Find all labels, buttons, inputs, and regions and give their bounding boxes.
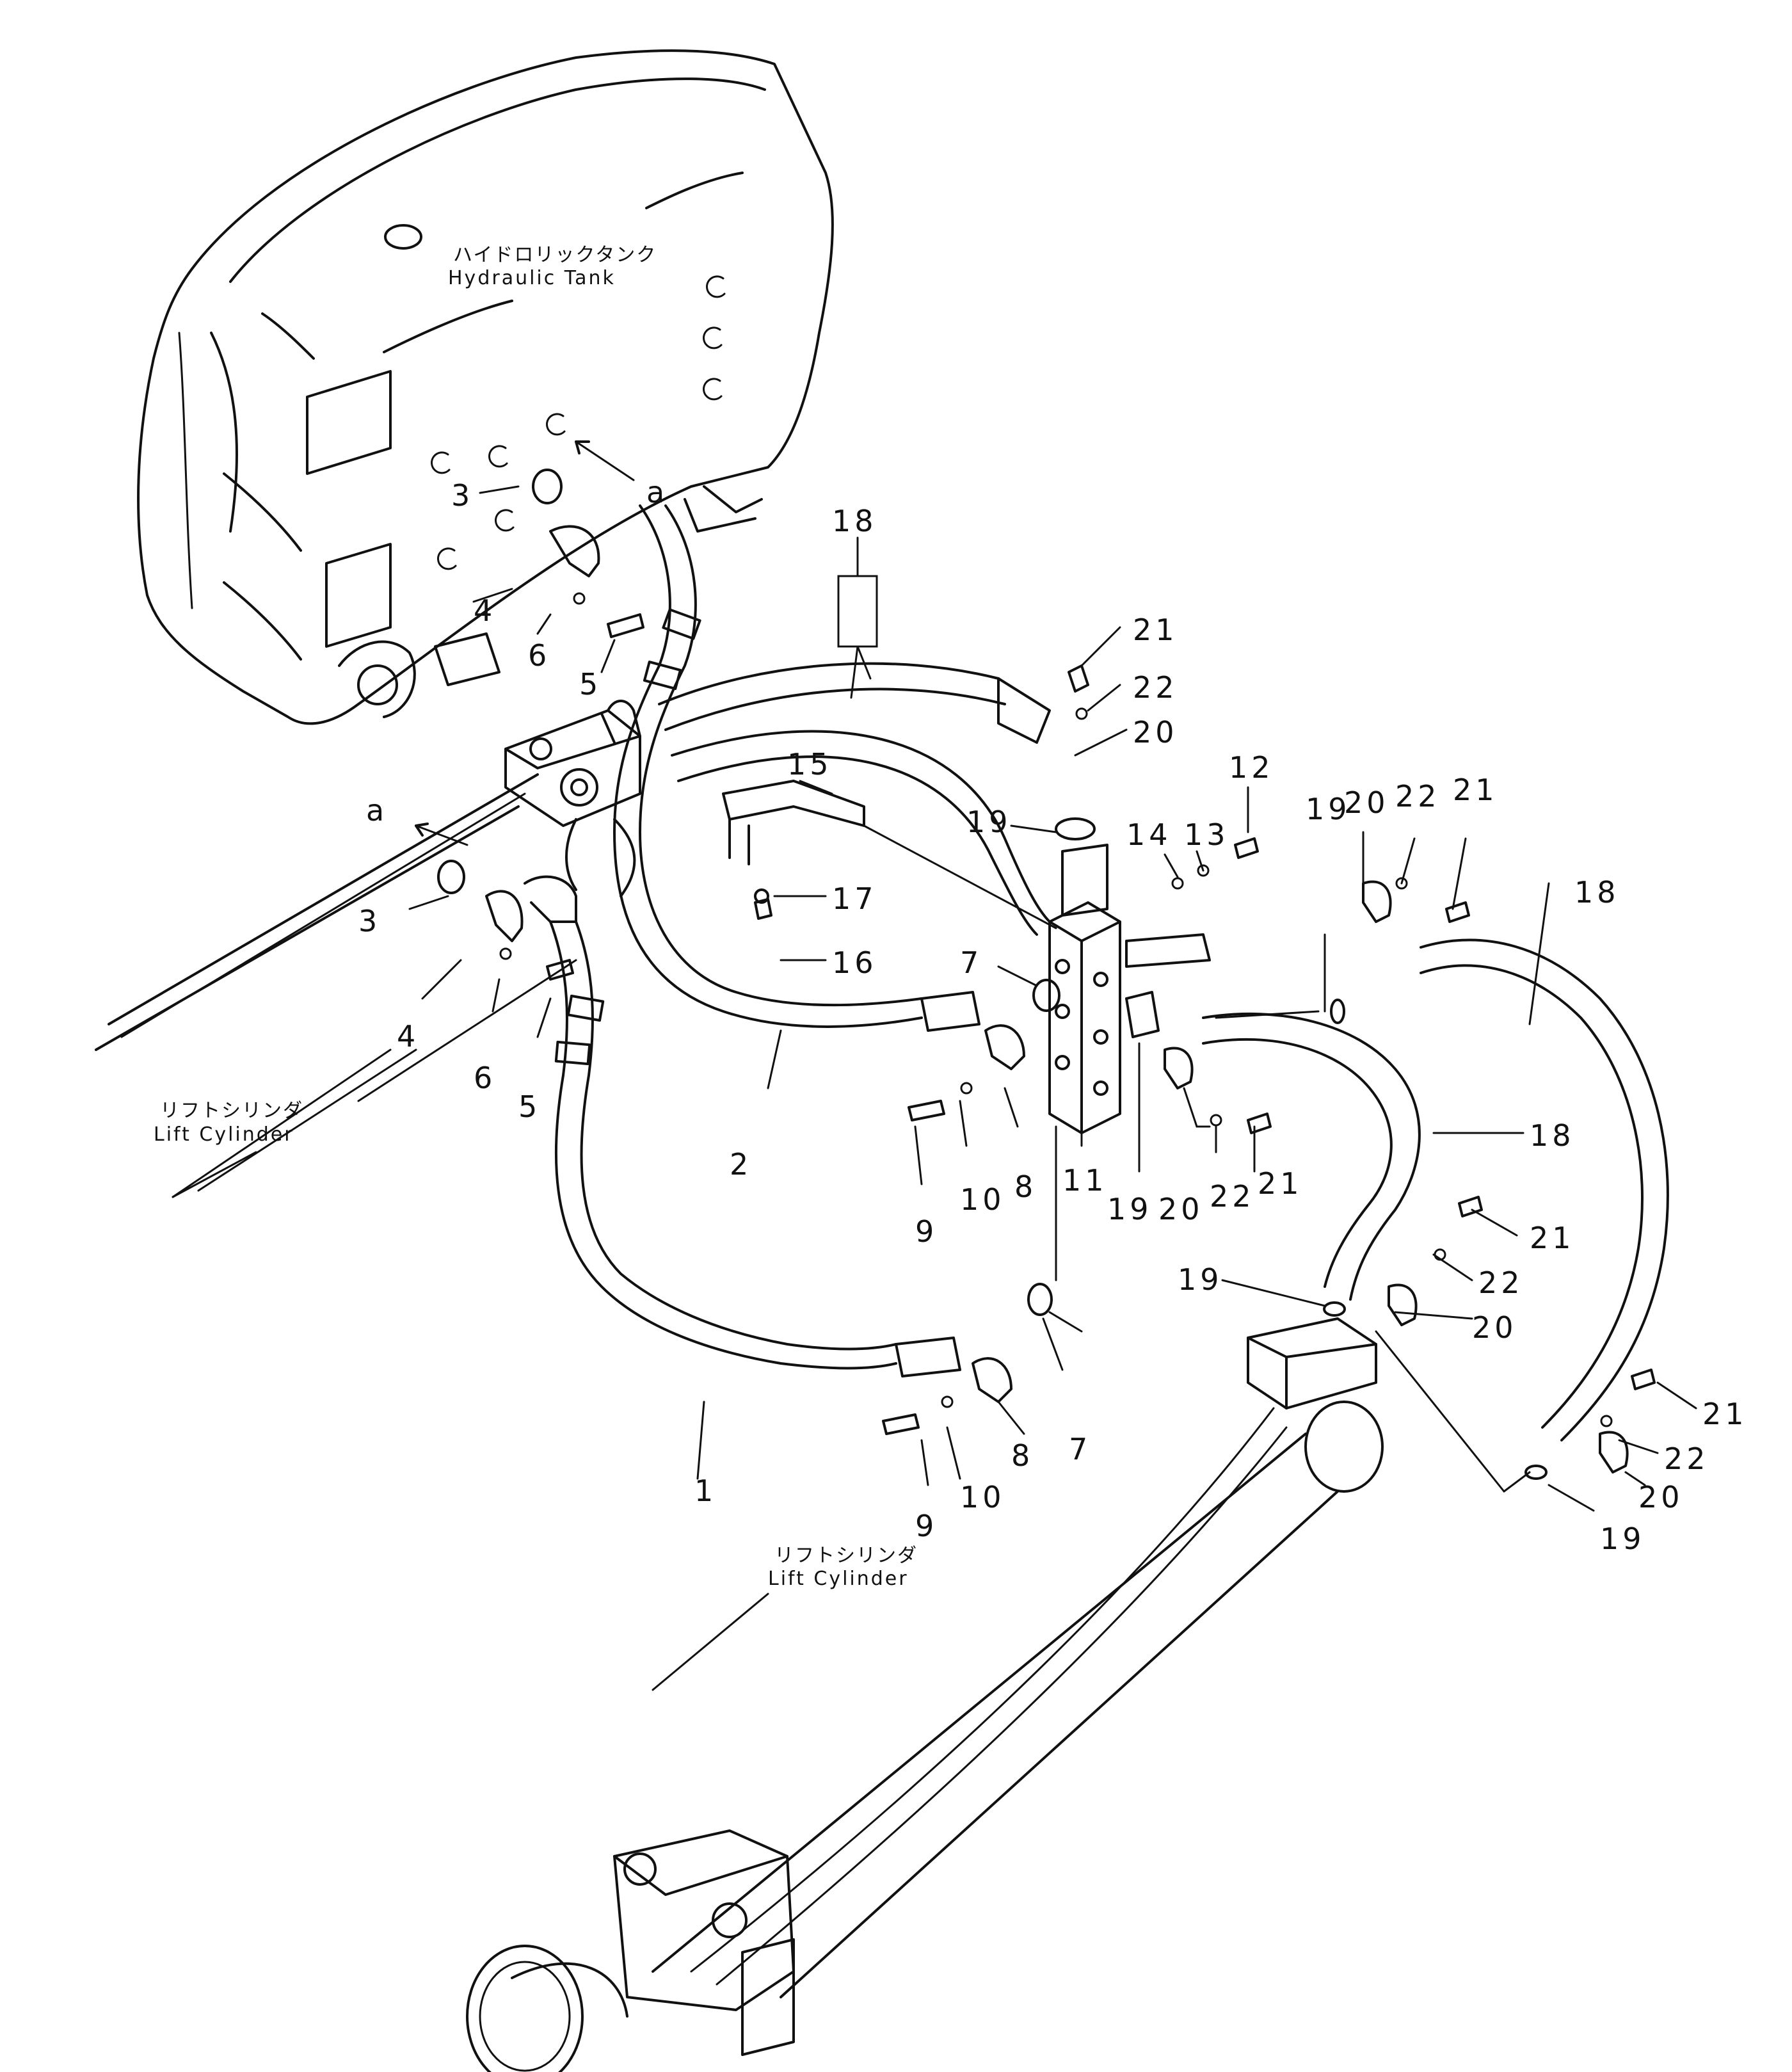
callout-14: 14 [1126, 817, 1172, 852]
hydraulic-tank [137, 49, 834, 725]
callout-1: 1 [694, 1474, 717, 1508]
callout-19-low1: 19 [1178, 1262, 1223, 1297]
callout-5-lower: 5 [518, 1089, 541, 1124]
callout-19-mid: 19 [966, 805, 1012, 839]
callout-11: 11 [1062, 1163, 1108, 1198]
tank-label-en: Hydraulic Tank [448, 267, 616, 289]
hose-1 [524, 875, 961, 1377]
callout-8-upper: 8 [1014, 1169, 1037, 1204]
callout-4-lower: 4 [397, 1019, 419, 1054]
callout-22-low2: 22 [1664, 1442, 1709, 1476]
callout-22-block: 22 [1210, 1179, 1255, 1214]
callout-20-right: 20 [1344, 785, 1389, 820]
bottom-lift-label-jp: リフトシリンダ [774, 1545, 918, 1567]
callout-9-lower: 9 [915, 1509, 938, 1543]
callout-21-top: 21 [1133, 613, 1178, 647]
callout-3-upper: 3 [451, 478, 474, 513]
leader-lines [408, 485, 1697, 1512]
left-lift-cylinder [95, 709, 641, 1198]
callout-19-right: 19 [1306, 792, 1351, 826]
callout-19-block: 19 [1107, 1192, 1153, 1226]
callout-17: 17 [832, 881, 877, 916]
callout-3-lower: 3 [358, 904, 381, 938]
left-lift-label-en: Lift Cylinder [154, 1123, 294, 1146]
callout-7-lower: 7 [1069, 1432, 1091, 1466]
ref-a-arrows [415, 440, 635, 846]
callout-2: 2 [730, 1147, 752, 1182]
callout-21-low2: 21 [1702, 1397, 1748, 1431]
callout-20-block: 20 [1158, 1192, 1204, 1226]
callout-12: 12 [1229, 750, 1274, 785]
callout-6-upper: 6 [528, 638, 550, 673]
callout-20-top: 20 [1133, 715, 1178, 750]
callout-10-upper: 10 [960, 1182, 1005, 1217]
hoses-18-right [1202, 938, 1669, 1442]
callout-20-low1: 20 [1472, 1310, 1517, 1345]
callout-21-right: 21 [1453, 773, 1498, 807]
manifold-block [1048, 844, 1211, 1134]
callout-5-upper: 5 [579, 667, 602, 702]
small-parts [437, 469, 1656, 1480]
callout-20-low2: 20 [1638, 1480, 1684, 1514]
callout-13: 13 [1184, 817, 1229, 852]
callout-21-low1: 21 [1530, 1221, 1575, 1255]
callout-10-lower: 10 [960, 1480, 1005, 1514]
bottom-lift-label-en: Lift Cylinder [768, 1568, 909, 1590]
callout-18-top: 18 [832, 504, 877, 538]
cylinder-port-fittings [600, 700, 641, 744]
callout-8-lower: 8 [1011, 1438, 1034, 1473]
callout-4-upper: 4 [474, 593, 496, 628]
bottom-lift-cylinder [466, 1317, 1384, 2072]
callout-21-block: 21 [1258, 1166, 1303, 1201]
callout-7-upper: 7 [960, 945, 982, 980]
callout-15: 15 [787, 747, 833, 782]
bracket-15 [722, 780, 1057, 929]
ref-a-left: a [366, 793, 388, 828]
hose-2 [612, 504, 980, 1032]
callout-6-lower: 6 [474, 1061, 496, 1095]
ref-a-top: a [646, 475, 668, 510]
callout-22-top: 22 [1133, 670, 1178, 705]
callout-22-low1: 22 [1478, 1265, 1524, 1300]
callout-22-right: 22 [1395, 779, 1441, 814]
left-lift-label-jp: リフトシリンダ [160, 1100, 303, 1122]
callout-18-right: 18 [1574, 875, 1620, 910]
callout-9-upper: 9 [915, 1214, 938, 1249]
callout-16: 16 [832, 945, 877, 980]
callout-19-low2: 19 [1600, 1522, 1645, 1556]
tank-label-jp: ハイドロリックタンク [453, 244, 657, 266]
callout-18-right-mid: 18 [1530, 1118, 1575, 1153]
